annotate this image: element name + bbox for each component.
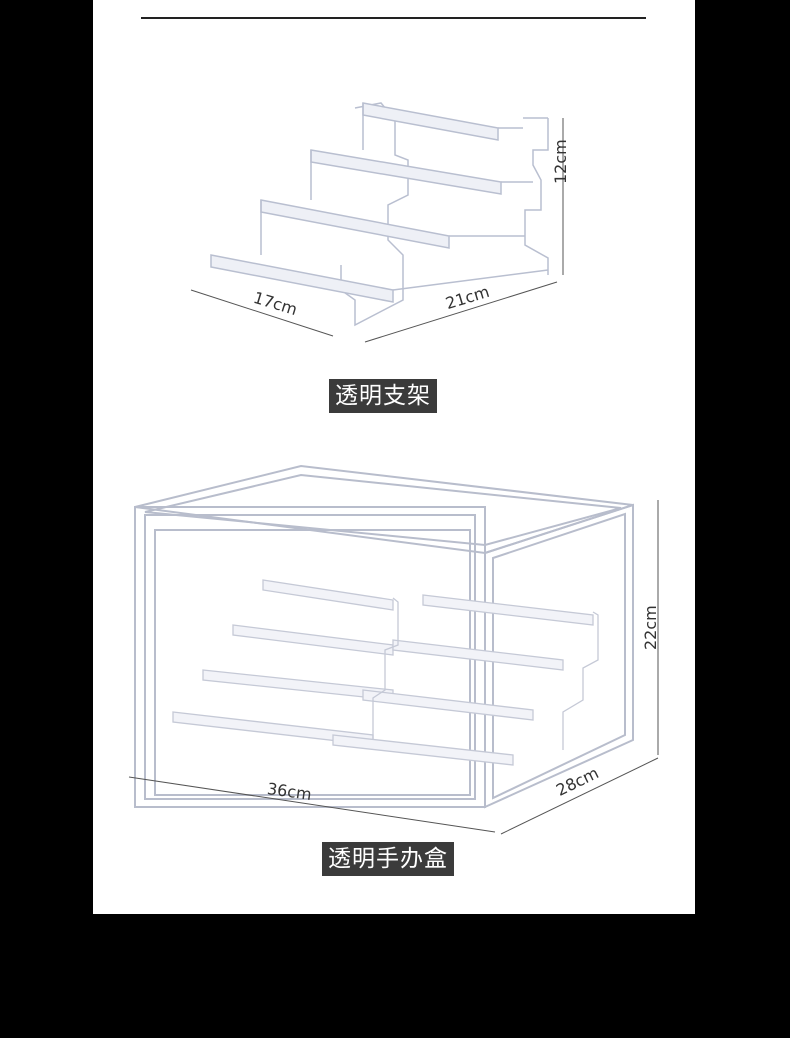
product-panel: 12cm 17cm 21cm 透明支架 22cm 36cm 28cm 透明手办盒 <box>93 0 695 914</box>
box-caption: 透明手办盒 <box>322 842 454 876</box>
stand-height-label: 12cm <box>551 139 570 184</box>
acrylic-stand-illustration <box>128 102 659 835</box>
top-divider <box>141 17 646 19</box>
box-height-label: 22cm <box>641 605 660 650</box>
stand-caption: 透明支架 <box>329 379 437 413</box>
